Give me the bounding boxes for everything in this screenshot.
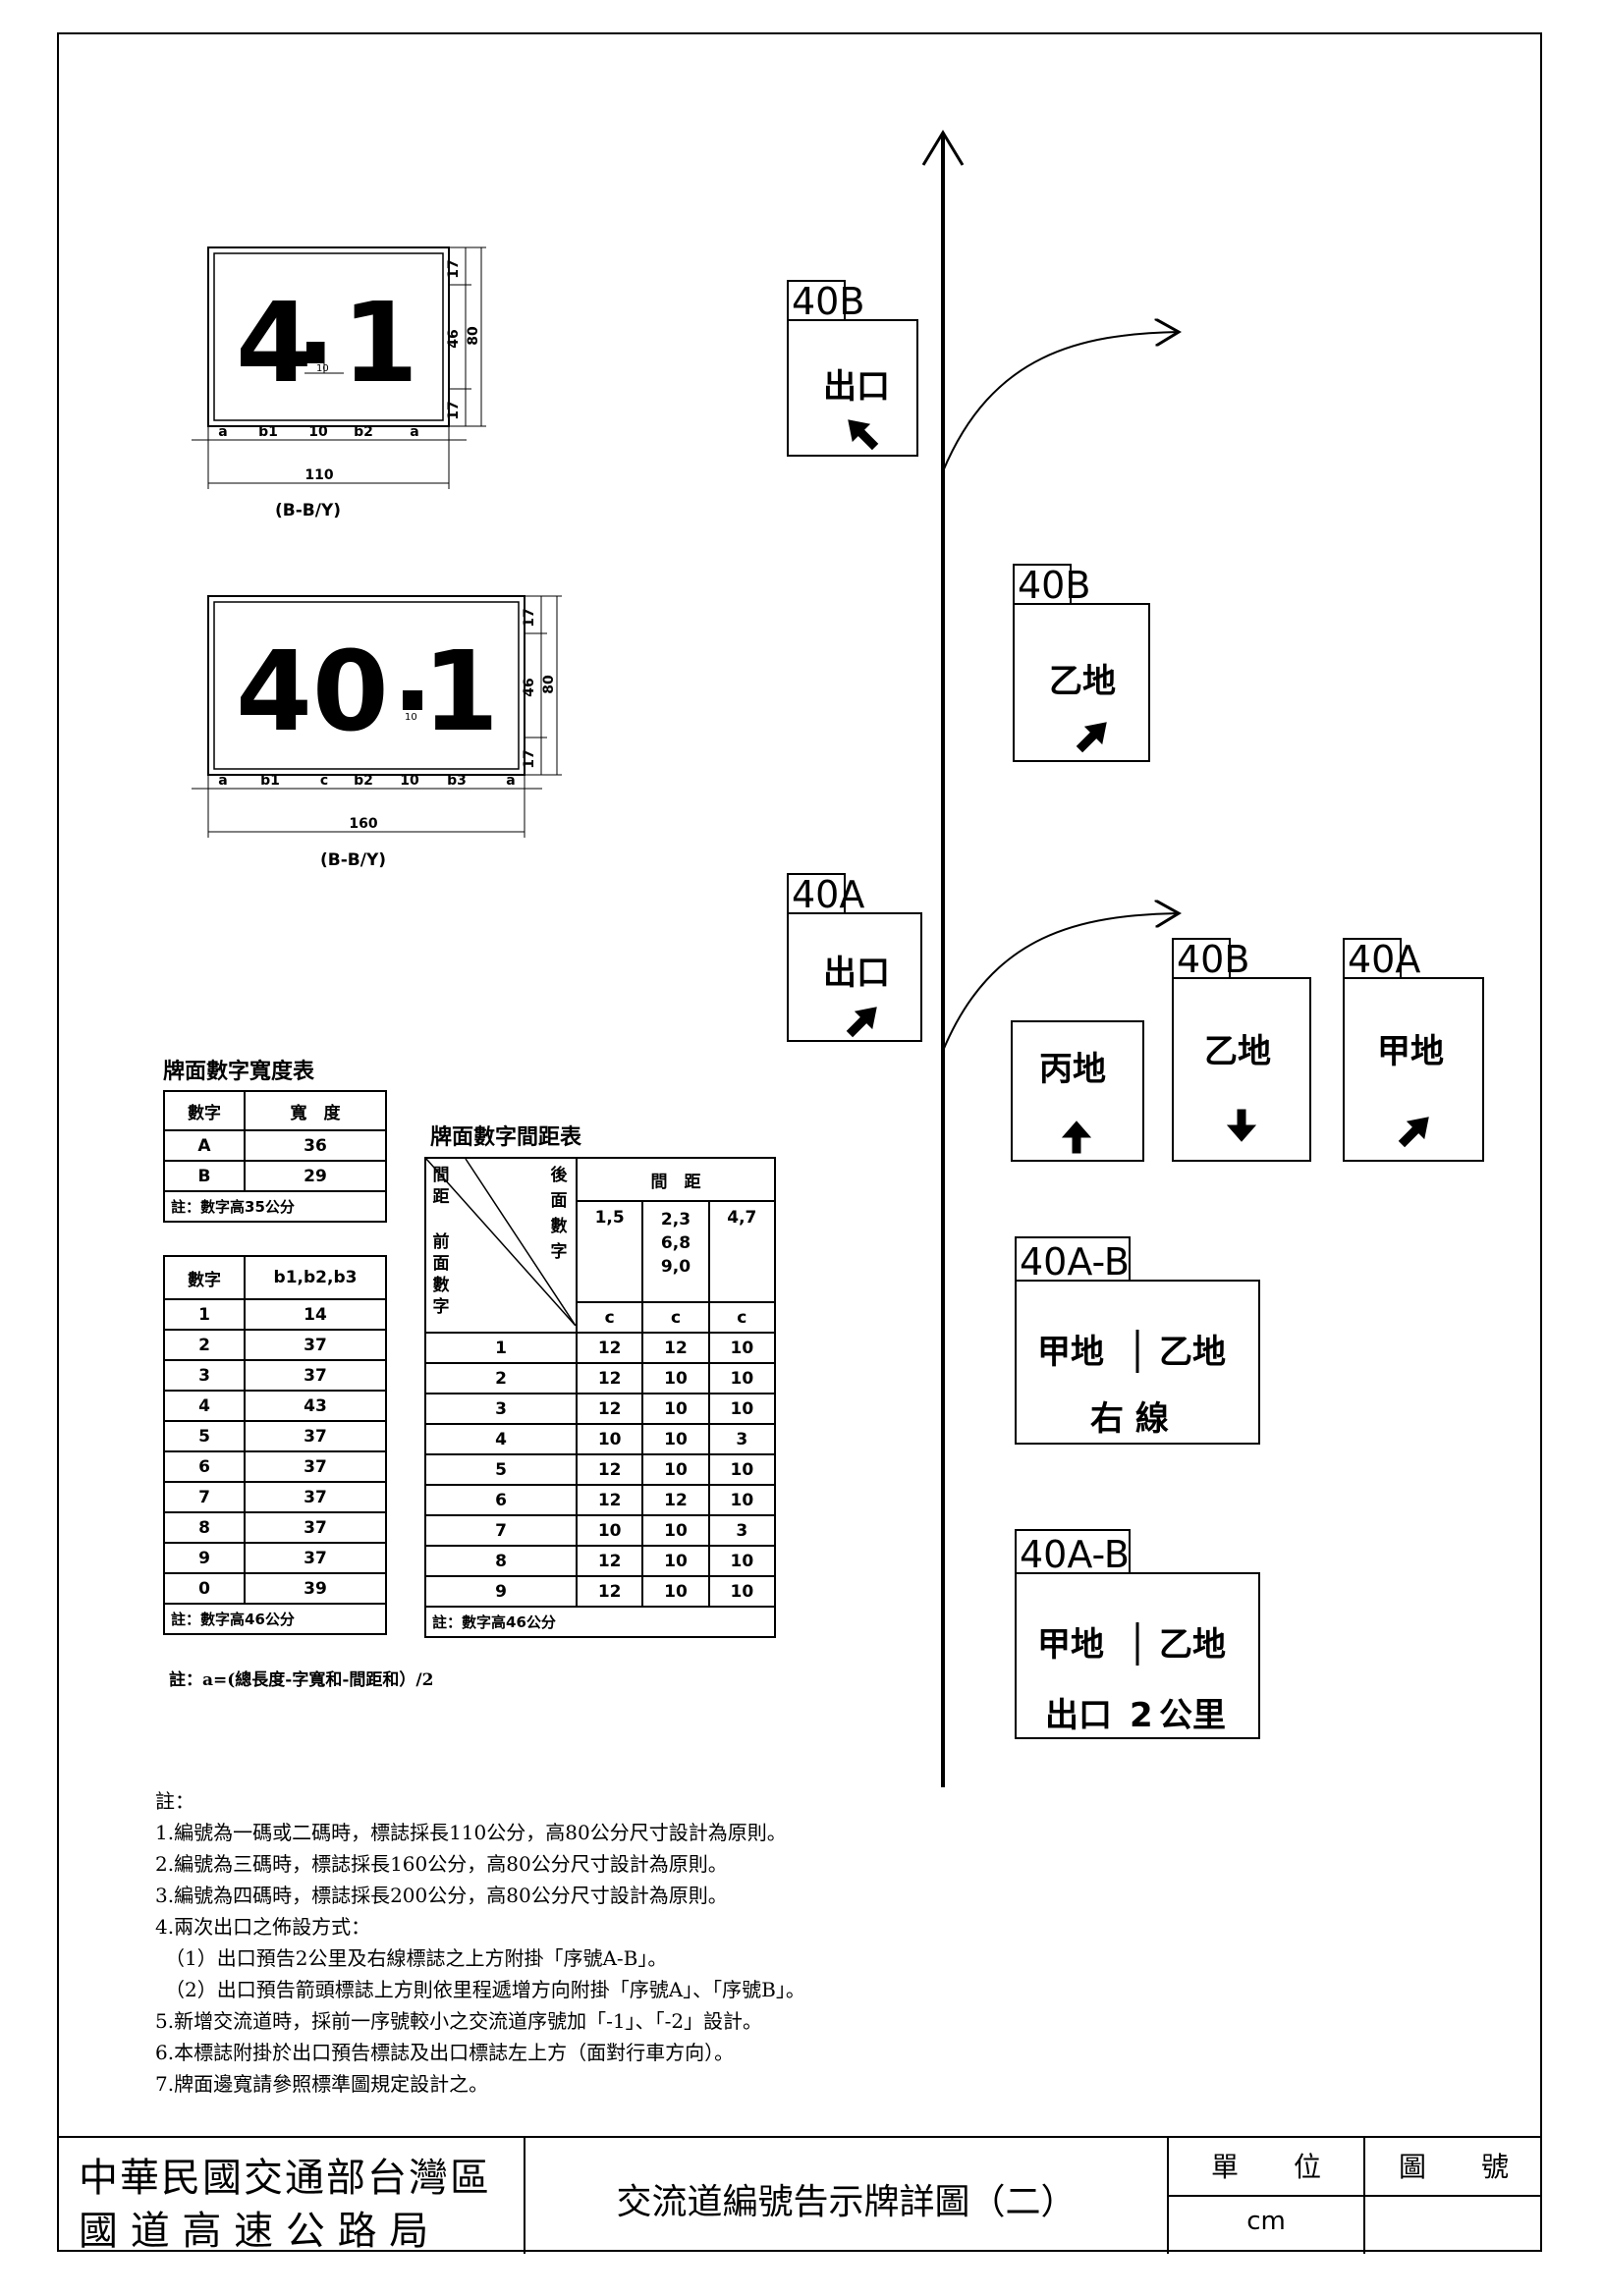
svg-text:40A-B: 40A-B	[1020, 1240, 1130, 1284]
dim-inner-w: 10	[405, 712, 417, 723]
svg-text:b2: b2	[354, 773, 373, 789]
svg-text:公里: 公里	[1159, 1696, 1226, 1735]
svg-text:c: c	[320, 773, 328, 789]
dim-inner-h: 8	[314, 350, 320, 360]
svg-text:46: 46	[522, 678, 537, 696]
drawing-frame	[57, 32, 1542, 2252]
unit-cell: 單 位 cm	[1169, 2138, 1365, 2254]
spacing-table-title: 牌面數字間距表	[430, 1124, 582, 1150]
formula-note: 註：a=(總長度-字寬和-間距和）/2	[169, 1670, 434, 1690]
dim-total: 110	[304, 467, 333, 483]
caption-sign-2: (B-B/Y)	[320, 850, 387, 870]
svg-text:右 線: 右 線	[1090, 1399, 1169, 1439]
svg-text:甲地: 甲地	[1037, 1625, 1104, 1665]
highway-diagram: 40B 40B 40A 40B 40A 40A-B 40A-B 出口 乙地 出口…	[787, 130, 1484, 1787]
sign-detail-40-1: 40 1 8 10 17 46 17 80 a b1 c b2 10 b3 a …	[192, 595, 562, 838]
dim-b2: b2	[354, 424, 373, 440]
sign-place-b2: 乙地	[1204, 1032, 1271, 1071]
svg-text:10: 10	[400, 773, 419, 789]
dim-b1: b1	[258, 424, 278, 440]
sign-exit-2: 出口	[823, 954, 890, 993]
caption-sign-1: (B-B/Y)	[275, 501, 342, 520]
dim-h-bot: 17	[446, 401, 462, 419]
svg-text:40B: 40B	[1177, 938, 1249, 981]
title-block: 中華民國交通部台灣區 國 道 高 速 公 路 局 交流道編號告示牌詳圖（二） 單…	[59, 2136, 1542, 2254]
corner-cell: 間距 後面數字 前面數字	[424, 1157, 578, 1334]
dim-inner-h: 8	[409, 698, 415, 709]
svg-text:a: a	[506, 773, 515, 789]
sign-outer-border	[207, 246, 450, 427]
general-notes: 註： 1.編號為一碼或二碼時，標誌採長110公分，高80公分尺寸設計為原則。 2…	[155, 1789, 805, 2096]
dim-h-total: 80	[466, 326, 481, 346]
svg-text:b1: b1	[260, 773, 280, 789]
sign-place-c: 丙地	[1039, 1050, 1106, 1089]
dim-inner-w: 10	[316, 363, 329, 374]
svg-text:乙地: 乙地	[1159, 1333, 1226, 1372]
drawing-no-cell: 圖 號	[1365, 2138, 1542, 2254]
svg-text:40B: 40B	[1018, 564, 1090, 607]
svg-text:a: a	[218, 773, 227, 789]
dim-h-mid: 46	[446, 329, 462, 348]
tab-40B: 40B	[792, 280, 864, 323]
svg-text:甲地: 甲地	[1037, 1333, 1104, 1372]
dim-h-top: 17	[446, 259, 462, 278]
sign-place-a: 甲地	[1377, 1032, 1444, 1071]
dim-a: a	[218, 424, 227, 440]
svg-text:17: 17	[522, 749, 537, 768]
org-cell: 中華民國交通部台灣區 國 道 高 速 公 路 局	[59, 2138, 525, 2254]
svg-text:b3: b3	[447, 773, 467, 789]
svg-text:40A: 40A	[792, 873, 864, 916]
sign-suffix-digit: 1	[342, 280, 418, 408]
svg-text:17: 17	[522, 608, 537, 627]
sign-place-b: 乙地	[1049, 662, 1116, 701]
sign-exit-1: 出口	[823, 367, 890, 407]
sign-detail-4-1: 4 1 8 10 17 46 17 80 a b1 10 b2 a 110	[192, 246, 486, 489]
sign-inner-border	[213, 252, 444, 421]
svg-text:40A: 40A	[1348, 938, 1420, 981]
sign-number: 4	[236, 280, 312, 408]
width-table-title: 牌面數字寬度表	[163, 1059, 315, 1084]
svg-text:出口: 出口	[1045, 1696, 1112, 1735]
svg-text:40A-B: 40A-B	[1020, 1533, 1130, 1576]
svg-text:2: 2	[1130, 1696, 1153, 1735]
svg-text:80: 80	[541, 675, 557, 694]
dim-a2: a	[410, 424, 418, 440]
sign-number: 40	[236, 629, 389, 756]
dim-gap: 10	[308, 424, 328, 440]
svg-text:乙地: 乙地	[1159, 1625, 1226, 1665]
svg-text:1: 1	[422, 629, 499, 756]
drawing-title-cell: 交流道編號告示牌詳圖（二）	[525, 2138, 1169, 2254]
svg-text:160: 160	[349, 816, 377, 832]
dash-mark	[306, 342, 324, 363]
